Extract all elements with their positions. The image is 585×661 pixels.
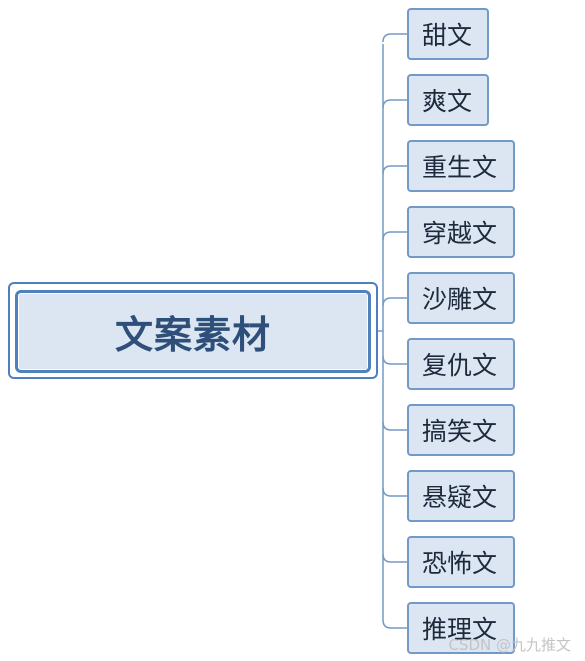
branch-node-revenge[interactable]: 复仇文 — [407, 338, 515, 390]
branch-node-silly[interactable]: 沙雕文 — [407, 272, 515, 324]
branch-node-mystery[interactable]: 推理文 — [407, 602, 515, 654]
branch-node-suspense[interactable]: 悬疑文 — [407, 470, 515, 522]
branch-label: 重生文 — [422, 153, 498, 182]
branch-node-rebirth[interactable]: 重生文 — [407, 140, 515, 192]
branch-connector — [382, 619, 407, 629]
branch-node-horror[interactable]: 恐怖文 — [407, 536, 515, 588]
branch-label: 悬疑文 — [422, 483, 498, 512]
branch-label: 推理文 — [422, 615, 498, 644]
branch-connector — [382, 297, 407, 307]
branch-label: 恐怖文 — [422, 549, 498, 578]
branch-label: 复仇文 — [422, 351, 498, 380]
branch-connector — [382, 33, 407, 43]
branch-connector — [382, 487, 407, 497]
branch-label: 甜文 — [422, 21, 473, 50]
root-node-label: 文案素材 — [114, 313, 271, 357]
branch-connector — [382, 553, 407, 563]
watermark: CSDN @九九推文 — [448, 636, 571, 654]
branch-connector — [382, 231, 407, 241]
branch-label: 沙雕文 — [422, 285, 498, 314]
branch-label: 爽文 — [422, 87, 473, 116]
branch-label: 搞笑文 — [422, 417, 498, 446]
branch-node-sweet[interactable]: 甜文 — [407, 8, 489, 60]
branch-node-time-travel[interactable]: 穿越文 — [407, 206, 515, 258]
branch-label: 穿越文 — [422, 219, 498, 248]
branch-connector — [382, 355, 407, 365]
branch-connector — [382, 99, 407, 109]
branch-node-satisfying[interactable]: 爽文 — [407, 74, 489, 126]
branch-node-comedy[interactable]: 搞笑文 — [407, 404, 515, 456]
root-node[interactable]: 文案素材 — [15, 290, 371, 373]
branch-connector — [382, 165, 407, 175]
branch-connector — [382, 421, 407, 431]
